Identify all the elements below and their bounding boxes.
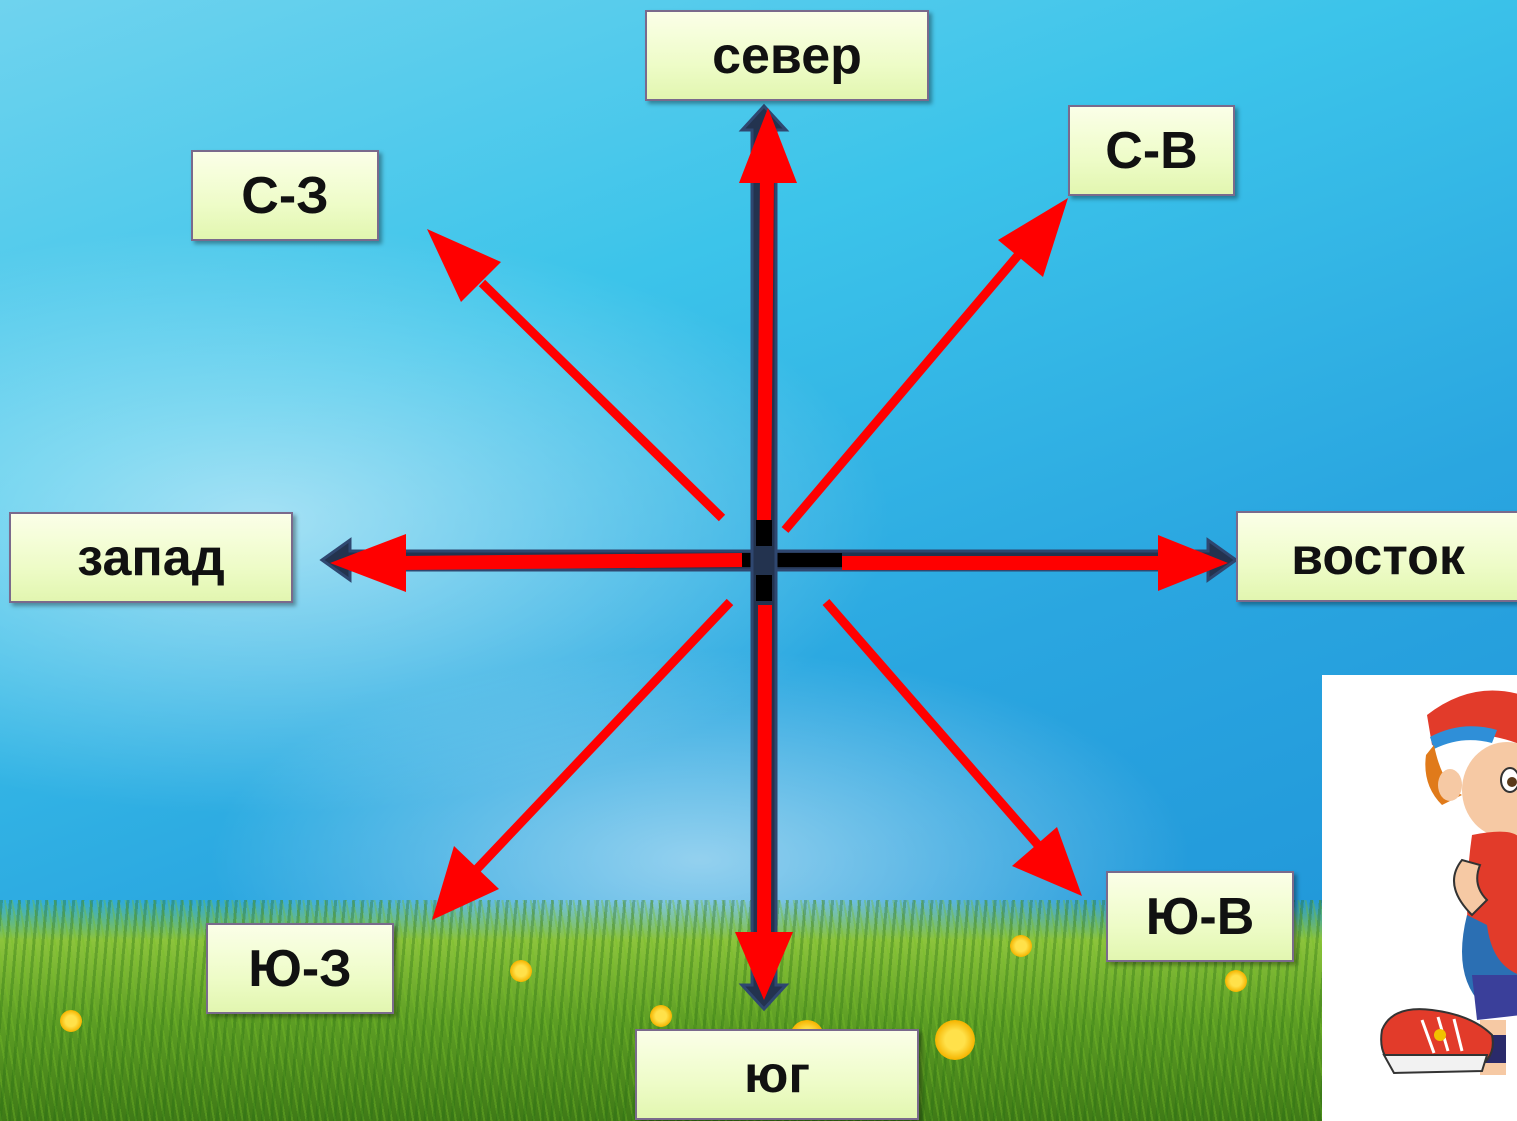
label-northwest: С-З xyxy=(191,150,379,241)
label-southeast: Ю-В xyxy=(1106,871,1294,962)
flower-icon xyxy=(1010,935,1032,957)
vertical-axis xyxy=(738,103,790,1012)
label-east: восток xyxy=(1236,511,1517,602)
arrow-south xyxy=(735,604,793,1000)
label-northeast: С-В xyxy=(1068,105,1235,196)
arrow-west xyxy=(330,534,743,592)
flower-icon xyxy=(510,960,532,982)
arrow-northeast xyxy=(781,198,1068,533)
arrow-northwest xyxy=(427,229,726,522)
label-south: юг xyxy=(635,1029,919,1120)
flower-icon xyxy=(650,1005,672,1027)
arrow-southwest xyxy=(432,598,734,920)
arrow-east xyxy=(842,535,1228,591)
label-west: запад xyxy=(9,512,293,603)
flower-icon xyxy=(1225,970,1247,992)
flower-icon xyxy=(60,1010,82,1032)
label-north: север xyxy=(645,10,929,101)
arrow-southeast xyxy=(822,599,1082,896)
arrow-north xyxy=(739,108,797,521)
cartoon-boy-walking-icon xyxy=(1380,690,1517,1075)
label-southwest: Ю-З xyxy=(206,923,394,1014)
character-card xyxy=(1322,675,1517,1121)
flower-icon xyxy=(935,1020,975,1060)
